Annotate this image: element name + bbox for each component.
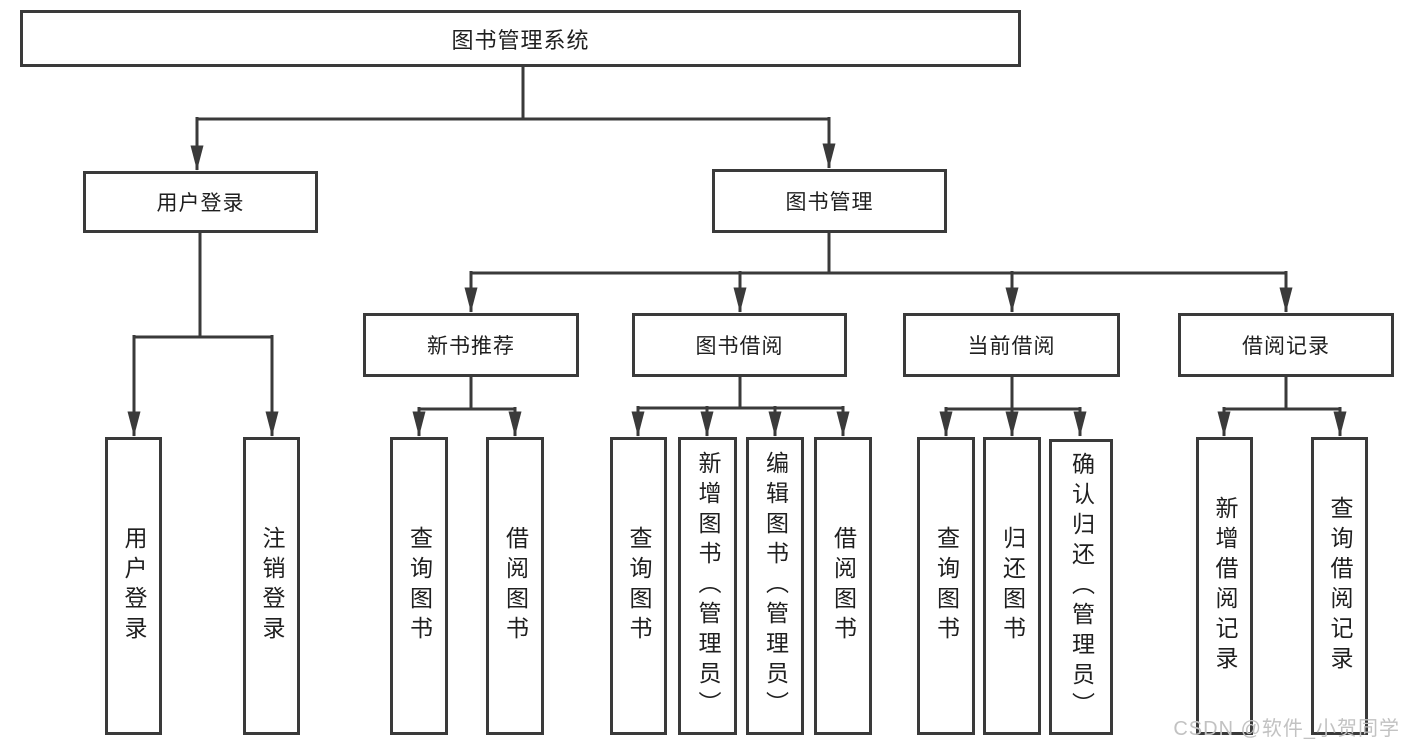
node-label: 借阅图书 <box>830 526 857 646</box>
node-label: 新书推荐 <box>427 335 515 358</box>
connector-current-borrow-children <box>939 377 1087 437</box>
node-leaf-bb-edit-book-admin: 编辑图书（管理员） <box>746 437 804 735</box>
node-leaf-cb-return-book: 归还图书 <box>983 437 1041 735</box>
node-leaf-cb-query-book: 查询图书 <box>917 437 975 735</box>
node-new-book-recommendation: 新书推荐 <box>363 313 579 377</box>
node-book-management: 图书管理 <box>712 169 947 233</box>
node-label: 查询图书 <box>626 526 652 646</box>
node-book-borrowing: 图书借阅 <box>632 313 847 377</box>
node-label: 编辑图书（管理员） <box>762 451 789 721</box>
node-label: 借阅图书 <box>502 526 529 646</box>
node-leaf-bb-borrow-book: 借阅图书 <box>814 437 872 735</box>
node-label: 借阅记录 <box>1242 335 1330 358</box>
node-label: 新增借阅记录 <box>1212 496 1238 676</box>
node-leaf-br-query-record: 查询借阅记录 <box>1311 437 1368 735</box>
node-label: 用户登录 <box>121 526 147 646</box>
node-current-borrowing: 当前借阅 <box>903 313 1120 377</box>
connector-borrow-record-children <box>1217 377 1347 437</box>
node-leaf-br-add-record: 新增借阅记录 <box>1196 437 1253 735</box>
node-leaf-bb-add-book-admin: 新增图书（管理员） <box>678 437 737 735</box>
node-root-system: 图书管理系统 <box>20 10 1021 67</box>
node-leaf-nb-borrow-book: 借阅图书 <box>486 437 544 735</box>
node-label: 归还图书 <box>999 526 1026 646</box>
connector-book-borrow-children <box>631 377 850 437</box>
node-label: 注销登录 <box>259 526 285 646</box>
connector-root-to-level2 <box>190 67 836 171</box>
node-label: 用户登录 <box>156 192 245 215</box>
node-label: 图书管理系统 <box>451 27 590 53</box>
node-borrowing-records: 借阅记录 <box>1178 313 1394 377</box>
node-label: 查询图书 <box>933 526 960 646</box>
node-label: 图书借阅 <box>695 335 784 358</box>
node-label: 图书管理 <box>785 191 874 214</box>
node-leaf-nb-query-book: 查询图书 <box>390 437 448 735</box>
node-label: 新增图书（管理员） <box>695 451 721 721</box>
node-label: 查询图书 <box>406 526 433 646</box>
connector-new-book-rec-children <box>412 377 522 437</box>
connector-book-mgmt-to-level3 <box>464 233 1293 313</box>
node-label: 确认归还（管理员） <box>1068 452 1095 722</box>
node-leaf-cb-confirm-return-admin: 确认归还（管理员） <box>1049 439 1113 735</box>
node-user-login: 用户登录 <box>83 171 318 233</box>
node-leaf-bb-query-book: 查询图书 <box>610 437 667 735</box>
connector-user-login-children <box>127 233 279 437</box>
node-leaf-user-login: 用户登录 <box>105 437 162 735</box>
node-label: 查询借阅记录 <box>1327 496 1353 676</box>
node-label: 当前借阅 <box>967 335 1056 358</box>
node-leaf-logout: 注销登录 <box>243 437 300 735</box>
